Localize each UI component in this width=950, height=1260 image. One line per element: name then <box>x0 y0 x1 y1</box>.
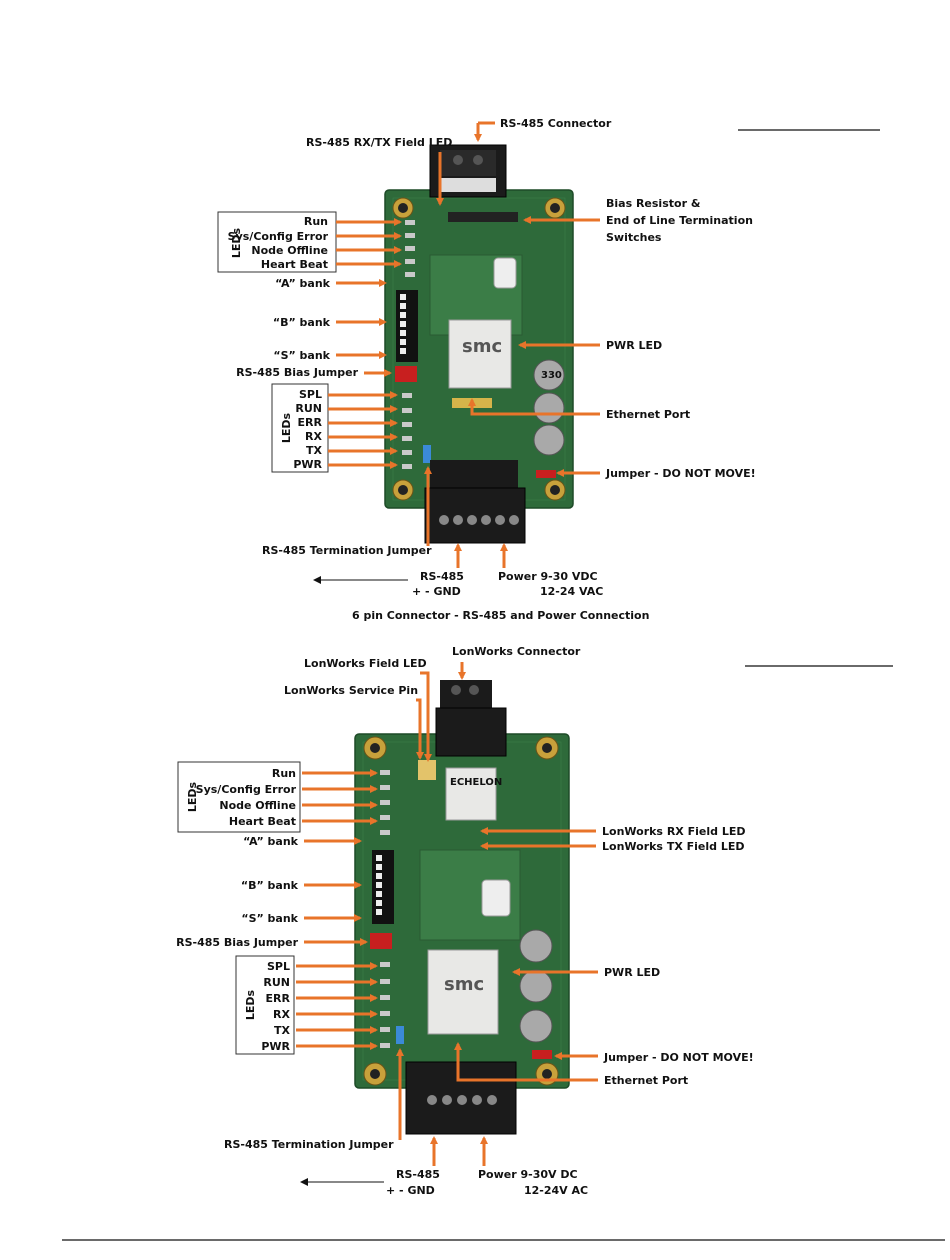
top-jumper-note: Jumper - DO NOT MOVE! <box>605 467 756 480</box>
bottom-led2-item-0: SPL <box>267 960 290 973</box>
top-led1-item-2: Node Offline <box>251 244 328 257</box>
bottom-led2-item-3: RX <box>273 1008 290 1021</box>
bottom-led2-item-2: ERR <box>266 992 291 1005</box>
bottom-lon-rx-led: LonWorks RX Field LED <box>602 825 745 838</box>
label-rs485-connector: RS-485 Connector <box>500 117 612 130</box>
bottom-b-bank: “B” bank <box>241 879 299 892</box>
top-led-group2-title: LEDs <box>280 412 293 443</box>
bottom-s-bank: “S” bank <box>241 912 298 925</box>
bottom-led1-item-0: Run <box>272 767 296 780</box>
bottom-lon-service-pin: LonWorks Service Pin <box>284 684 418 697</box>
top-led-group2-box <box>271 383 329 473</box>
top-pwr-led: PWR LED <box>606 339 662 352</box>
bottom-led-group2-title: LEDs <box>244 989 257 1020</box>
bottom-diagram: ECHELON smc <box>176 645 893 1197</box>
top-chip-logo: smc <box>462 336 502 357</box>
top-polarity: + - GND <box>412 585 461 598</box>
top-pcb: smc 330 <box>384 144 574 544</box>
top-power-line2: 12-24 VAC <box>540 585 603 598</box>
bottom-echelon: ECHELON <box>450 777 502 788</box>
bottom-led1-item-2: Node Offline <box>219 799 296 812</box>
bottom-jumper-note: Jumper - DO NOT MOVE! <box>603 1051 754 1064</box>
bottom-lon-connector: LonWorks Connector <box>452 645 581 658</box>
bottom-bias-jumper: RS-485 Bias Jumper <box>176 936 298 949</box>
bottom-led2-item-4: TX <box>274 1024 291 1037</box>
top-led2-item-1: RUN <box>295 402 322 415</box>
bottom-pcb: ECHELON smc <box>354 680 570 1135</box>
top-a-bank: “A” bank <box>275 277 331 290</box>
top-led2-item-0: SPL <box>299 388 322 401</box>
bottom-lon-field-led: LonWorks Field LED <box>304 657 427 670</box>
top-led2-item-3: RX <box>305 430 322 443</box>
bottom-pwr-led: PWR LED <box>604 966 660 979</box>
label-rs485-rxtx-led: RS-485 RX/TX Field LED <box>306 136 452 149</box>
bottom-termination-jumper: RS-485 Termination Jumper <box>224 1138 394 1151</box>
bottom-power-line2: 12-24V AC <box>524 1184 588 1197</box>
top-led-group1-box <box>217 211 337 273</box>
bottom-lon-tx-led: LonWorks TX Field LED <box>602 840 745 853</box>
bottom-led-group1-box <box>177 761 301 833</box>
top-rs485: RS-485 <box>420 570 464 583</box>
bottom-chip-logo: smc <box>444 974 484 995</box>
label-bias-line1: Bias Resistor & <box>606 197 701 210</box>
top-ethernet-port: Ethernet Port <box>606 408 690 421</box>
bottom-rs485: RS-485 <box>396 1168 440 1181</box>
top-termination-jumper: RS-485 Termination Jumper <box>262 544 432 557</box>
bottom-power-line1: Power 9-30V DC <box>478 1168 578 1181</box>
bottom-a-bank: “A” bank <box>243 835 299 848</box>
top-led1-item-0: Run <box>304 215 328 228</box>
bottom-polarity: + - GND <box>386 1184 435 1197</box>
top-bias-jumper: RS-485 Bias Jumper <box>236 366 358 379</box>
bottom-led1-item-1: Sys/Config Error <box>196 783 297 796</box>
bottom-ethernet-port: Ethernet Port <box>604 1074 688 1087</box>
bottom-led1-item-3: Heart Beat <box>229 815 296 828</box>
top-led2-item-2: ERR <box>298 416 323 429</box>
top-led2-item-5: PWR <box>293 458 322 471</box>
top-diagram: smc 330 <box>217 117 880 622</box>
top-power-line1: Power 9-30 VDC <box>498 570 598 583</box>
label-bias-line3: Switches <box>606 231 662 244</box>
bottom-led-group2-box <box>235 955 295 1055</box>
bottom-led2-item-5: PWR <box>261 1040 290 1053</box>
top-led1-item-1: Sys/Config Error <box>228 230 329 243</box>
label-bias-line2: End of Line Termination <box>606 214 753 227</box>
top-led2-item-4: TX <box>306 444 323 457</box>
top-connector-caption: 6 pin Connector - RS-485 and Power Conne… <box>352 609 649 622</box>
top-led1-item-3: Heart Beat <box>261 258 328 271</box>
bottom-led2-item-1: RUN <box>263 976 290 989</box>
top-cap-label: 330 <box>541 370 562 381</box>
bottom-led-group1-title: LEDs <box>186 781 199 812</box>
top-s-bank: “S” bank <box>273 349 330 362</box>
top-led-group1-title: LEDs <box>230 227 243 258</box>
top-b-bank: “B” bank <box>273 316 331 329</box>
